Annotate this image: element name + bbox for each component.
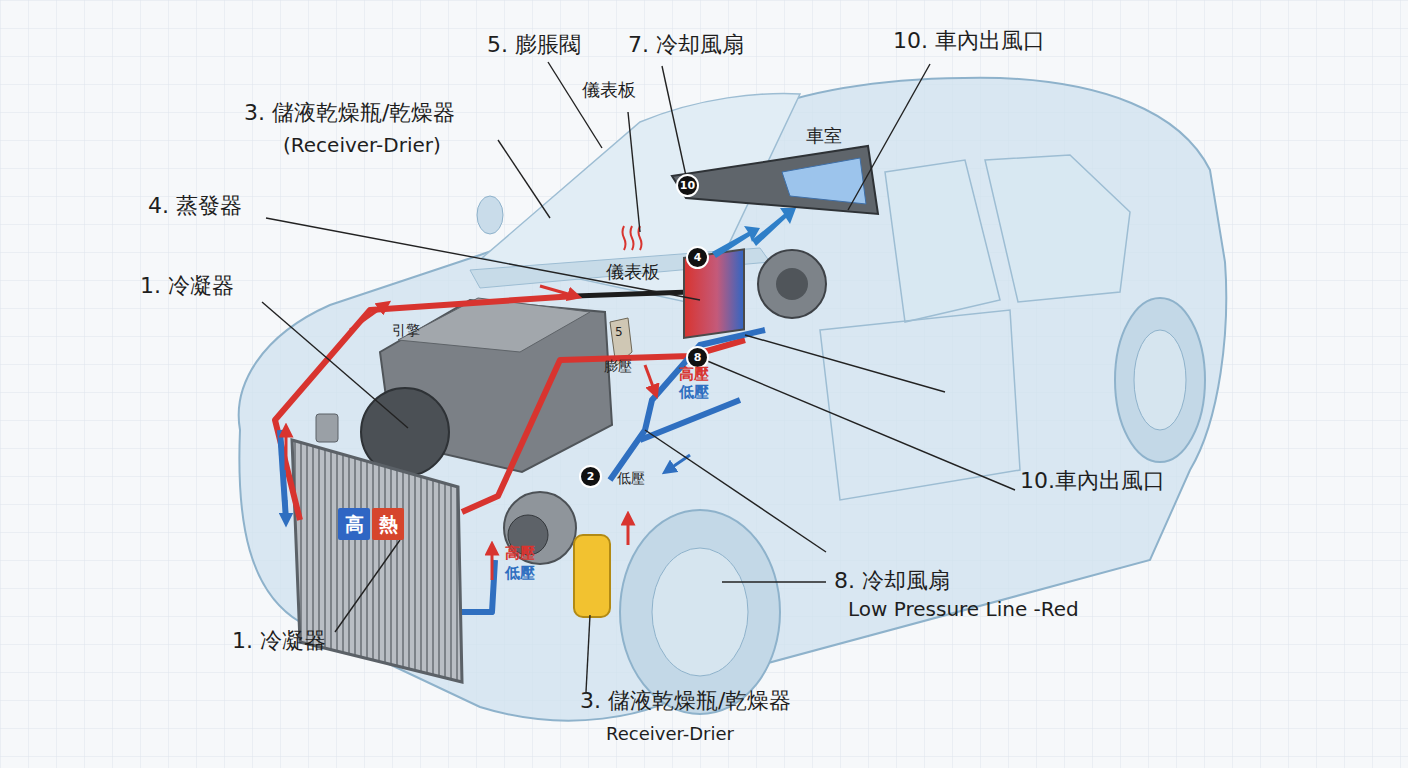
flow-arrow <box>285 500 288 520</box>
dash-vent <box>672 146 878 214</box>
part-label: 1. 冷凝器 <box>140 273 234 298</box>
blower-hub <box>776 268 808 300</box>
annotation-label: 高壓 <box>679 366 709 383</box>
leader-line <box>498 140 550 218</box>
high-pressure-line <box>462 340 745 512</box>
part-label: 7. 冷却風扇 <box>628 32 744 57</box>
high-pressure-line <box>275 296 575 520</box>
flow-arrow <box>285 430 288 470</box>
part-label: 8. 冷却風扇 <box>834 568 950 593</box>
part-label: 5. 膨脹閥 <box>487 32 581 57</box>
leader-line <box>662 66 686 176</box>
flow-arrow <box>540 286 575 296</box>
annotation-label: Receiver-Drier <box>606 724 734 745</box>
wheel-hub <box>652 548 748 676</box>
callout-number: 4 <box>686 246 709 269</box>
compressor <box>504 492 576 564</box>
annotation-label: 儀表板 <box>606 262 660 283</box>
leader-line <box>848 64 930 210</box>
annotation-label: 膨壓 <box>604 358 632 374</box>
door-outline <box>820 310 1020 500</box>
part-label: 10. 車內出風口 <box>893 28 1045 53</box>
callout-number: 10 <box>676 174 699 197</box>
leader-line <box>548 62 602 148</box>
flow-arrow <box>627 518 630 545</box>
low-pressure-line <box>610 330 765 480</box>
node-text: 2 <box>587 471 595 482</box>
part-label: (Receiver-Drier) <box>283 134 441 157</box>
car-body <box>239 78 1226 721</box>
part-label: Low Pressure Line -Red <box>848 598 1079 621</box>
rear-wheel <box>1115 298 1205 462</box>
part-label: 1. 冷凝器 <box>232 628 326 653</box>
part-label: 3. 儲液乾燥瓶/乾燥器 <box>580 688 791 713</box>
leader-line <box>628 112 640 232</box>
blower-motor <box>758 250 826 318</box>
flow-arrow <box>491 548 494 580</box>
vent-outlet <box>782 158 866 204</box>
wheel-hub <box>1134 330 1186 430</box>
condenser-badge: 熱 <box>372 508 404 540</box>
leader-line <box>266 218 700 300</box>
cold-air-arrow <box>712 226 760 258</box>
annotation-label: 5 <box>615 326 623 340</box>
annotation-label: 低壓 <box>617 470 645 486</box>
annotation-label: 高壓 <box>505 545 535 562</box>
annotation-label: 儀表板 <box>582 80 636 101</box>
receiver-drier <box>574 535 610 617</box>
low-pressure-line <box>462 560 495 612</box>
node-text: 10 <box>680 180 695 191</box>
side-window <box>885 160 1000 322</box>
side-mirror <box>477 196 503 234</box>
part-label: 3. 儲液乾燥瓶/乾燥器 <box>244 100 455 125</box>
flow-arrow <box>668 455 690 470</box>
heat-waves <box>623 226 642 250</box>
part-label: 10.車內出風口 <box>1020 468 1165 493</box>
leader-line <box>335 540 400 632</box>
leader-line <box>262 302 408 428</box>
annotation-label: 車室 <box>806 126 842 147</box>
annotation-label: 引擎 <box>392 322 420 338</box>
low-pressure-line <box>280 430 286 520</box>
condenser-cap <box>316 414 338 442</box>
callout-number: 2 <box>579 465 602 488</box>
part-label: 4. 蒸發器 <box>148 193 242 218</box>
node-text: 8 <box>694 352 702 363</box>
cold-air-arrow <box>752 208 796 246</box>
node-text: 熱 <box>379 515 398 534</box>
node-text: 高 <box>345 515 364 534</box>
flow-arrow <box>350 305 385 330</box>
flow-arrow <box>645 365 655 392</box>
front-wheel <box>620 510 780 714</box>
low-pressure-line <box>640 400 740 440</box>
leader-line <box>722 581 826 582</box>
side-window <box>985 155 1130 302</box>
annotation-label: 低壓 <box>679 384 709 401</box>
leader-line <box>705 360 1015 490</box>
leader-line <box>745 335 945 392</box>
annotation-label: 低壓 <box>505 565 535 582</box>
leader-line <box>586 615 590 692</box>
condenser-badge: 高 <box>338 508 370 540</box>
leader-line <box>645 430 826 552</box>
node-text: 4 <box>694 252 702 263</box>
